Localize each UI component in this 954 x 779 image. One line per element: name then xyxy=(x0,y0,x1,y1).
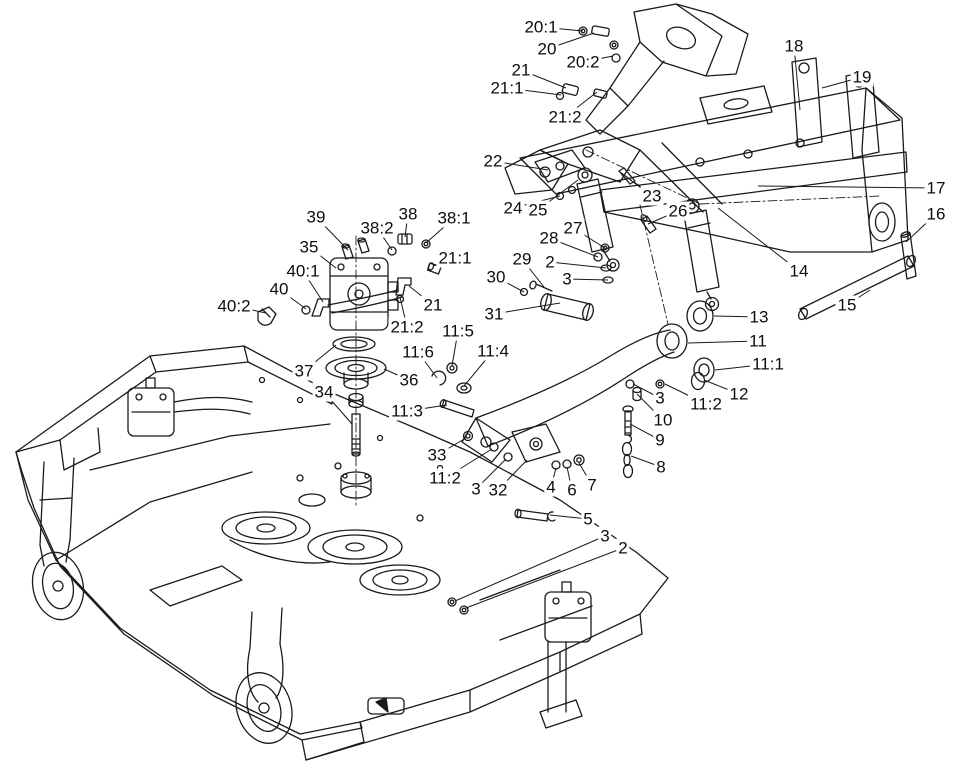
leader-line-44 xyxy=(383,368,410,381)
hydraulic-hoses xyxy=(257,289,403,326)
leader-line-58 xyxy=(549,514,589,520)
leader-line-12 xyxy=(647,210,679,225)
leader-line-24 xyxy=(713,315,760,318)
leader-line-33 xyxy=(308,246,337,269)
leader-line-35 xyxy=(302,270,324,303)
leader-line-21 xyxy=(566,278,609,281)
leader-line-25 xyxy=(687,340,759,344)
leader-line-9 xyxy=(512,195,561,209)
leader-line-53 xyxy=(475,458,507,490)
leader-line-8 xyxy=(492,160,549,171)
leader-line-55 xyxy=(550,467,557,488)
leader-line-14 xyxy=(905,213,937,243)
leader-line-34 xyxy=(432,257,456,267)
mower-deck xyxy=(15,345,669,761)
lift-dampers xyxy=(576,167,720,312)
leader-line-41 xyxy=(417,351,438,379)
leader-line-2 xyxy=(582,55,614,63)
leader-line-13 xyxy=(757,185,937,189)
leader-line-50 xyxy=(630,455,662,468)
leader-line-60 xyxy=(465,547,624,609)
leader-line-51 xyxy=(436,437,467,456)
leader-line-47 xyxy=(632,383,661,399)
hitch-arm xyxy=(585,3,749,135)
leader-line-46 xyxy=(406,404,448,412)
leader-line-5 xyxy=(564,91,598,118)
leader-line-38 xyxy=(233,305,267,314)
leader-line-30 xyxy=(376,227,393,251)
leader-line-59 xyxy=(454,535,606,602)
leader-line-39 xyxy=(399,296,408,328)
leader-line-19 xyxy=(521,258,545,288)
leader-line-0 xyxy=(540,26,584,32)
leader-line-11 xyxy=(624,175,653,197)
leader-line-32 xyxy=(425,217,455,244)
leader-line-17 xyxy=(572,227,606,249)
leader-line-40 xyxy=(451,330,459,367)
leader-line-42 xyxy=(463,350,494,387)
leader-line-57 xyxy=(578,462,593,486)
leader-line-7 xyxy=(821,76,863,89)
leader-line-37 xyxy=(408,285,434,306)
caster-wheels xyxy=(31,457,293,744)
leader-line-22 xyxy=(495,276,525,293)
leader-line-4 xyxy=(506,87,562,96)
leader-line-18 xyxy=(548,237,599,258)
leader-line-6 xyxy=(793,45,801,111)
lift-arm-assembly xyxy=(461,243,715,522)
leader-line-1 xyxy=(546,32,595,50)
leader-line-10 xyxy=(537,179,579,211)
leader-line-16 xyxy=(846,289,871,306)
leader-line-28 xyxy=(664,383,707,405)
leader-line-36 xyxy=(278,288,307,310)
leader-line-45 xyxy=(323,391,353,425)
leader-line-20 xyxy=(549,261,607,269)
leader-line-31 xyxy=(404,213,409,238)
leader-line-49 xyxy=(629,423,661,441)
leader-line-27 xyxy=(703,379,740,395)
leader-line-3 xyxy=(520,69,567,89)
leader-line-23 xyxy=(493,302,561,315)
leader-line-29 xyxy=(315,216,349,251)
leader-line-26 xyxy=(714,363,769,371)
spindle-motor-exploded xyxy=(325,233,475,499)
hardware-small-parts xyxy=(555,25,621,201)
leader-line-56 xyxy=(566,466,573,491)
leader-line-54 xyxy=(497,459,528,491)
leader-line-52 xyxy=(444,448,493,479)
leader-line-15 xyxy=(717,207,800,272)
leader-line-43 xyxy=(303,344,337,372)
